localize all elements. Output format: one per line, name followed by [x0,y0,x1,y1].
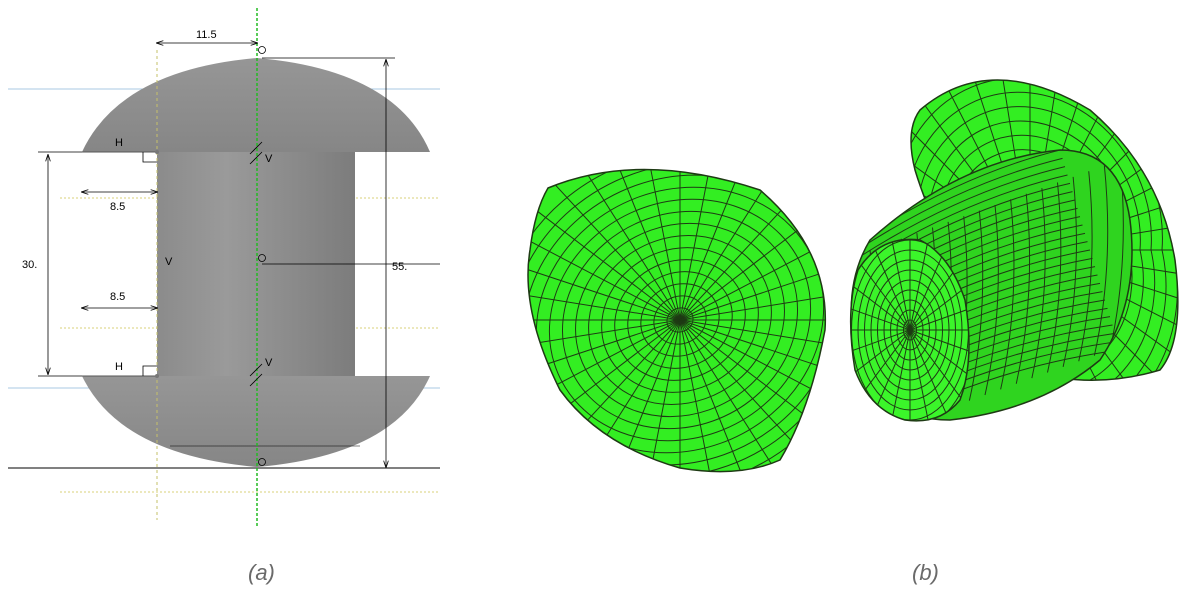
mesh-line [679,319,719,472]
mesh-line [679,219,826,321]
parallel-mark-upper [249,141,263,165]
point-marker-corner-bottom [155,374,159,378]
mesh-line [679,319,826,356]
mesh-line [1078,171,1093,362]
rivet-head-top [82,58,430,152]
mesh-line [1047,182,1062,373]
dimension-label-shank-length: 30. [22,259,37,271]
mesh-line [679,319,756,472]
mesh-rivet-shank [849,79,1179,422]
mesh-line [604,169,681,321]
panel-b-meshes [527,79,1179,473]
constraint-v-left: V [165,256,173,268]
mesh-line [528,251,681,321]
point-marker-center [258,254,266,262]
mesh-line [1062,176,1077,367]
mesh-line [679,319,826,421]
constraint-v-axis-upper: V [265,153,273,165]
mesh-line [909,298,969,331]
mesh-line [641,319,681,472]
dimension-label-offset-upper: 8.5 [110,201,125,213]
mesh-line [528,319,681,389]
mesh-line [1000,199,1015,390]
point-marker-top [258,46,266,54]
mesh-line [1093,165,1109,356]
mesh-line [679,319,826,389]
mesh-line [528,284,681,321]
mesh-line [984,204,999,396]
point-marker-corner-top [155,150,159,154]
constraint-v-axis-lower: V [265,357,273,369]
mesh-line [1015,193,1031,384]
mesh-line [569,169,681,321]
mesh-line [538,169,681,321]
mesh-line [679,251,826,321]
mesh-line [604,319,681,472]
parallel-mark-lower [249,363,263,387]
mesh-line [1031,188,1046,379]
mesh-dome-head [527,168,827,473]
point-marker-bottom [258,458,266,466]
mesh-line [850,329,911,362]
panel-a-sketch: 11.5 55. 30. 8.5 8.5 H H V V V [8,8,440,528]
caption-b: (b) [912,560,939,585]
mesh-line [528,319,681,421]
mesh-line [860,157,1063,248]
mesh-line [862,166,1066,256]
right-angle-marker-bottom [142,365,157,376]
mesh-line [968,210,984,401]
mesh-line [886,239,911,331]
rivet-head-bottom [82,376,430,467]
caption-a: (a) [248,560,275,585]
mesh-line [909,329,934,421]
mesh-line [528,191,681,321]
mesh-line [909,239,934,331]
right-angle-marker-top [142,152,157,163]
mesh-line [528,319,681,356]
mesh-line [679,284,826,321]
mesh-line [528,219,681,321]
mesh-line [909,329,969,362]
dimension-label-top-width: 11.5 [196,29,217,41]
dimension-label-total-height: 55. [392,261,407,273]
mesh-line [679,169,719,321]
constraint-h-lower: H [115,361,123,373]
dimension-label-offset-lower: 8.5 [110,291,125,303]
mesh-line [850,298,911,331]
mesh-line [886,329,911,421]
mesh-line [850,329,911,391]
mesh-line [909,269,969,331]
constraint-h-upper: H [115,137,123,149]
mesh-line [679,169,756,321]
mesh-line [850,269,911,331]
mesh-line [641,169,681,321]
mesh-line [909,329,969,391]
